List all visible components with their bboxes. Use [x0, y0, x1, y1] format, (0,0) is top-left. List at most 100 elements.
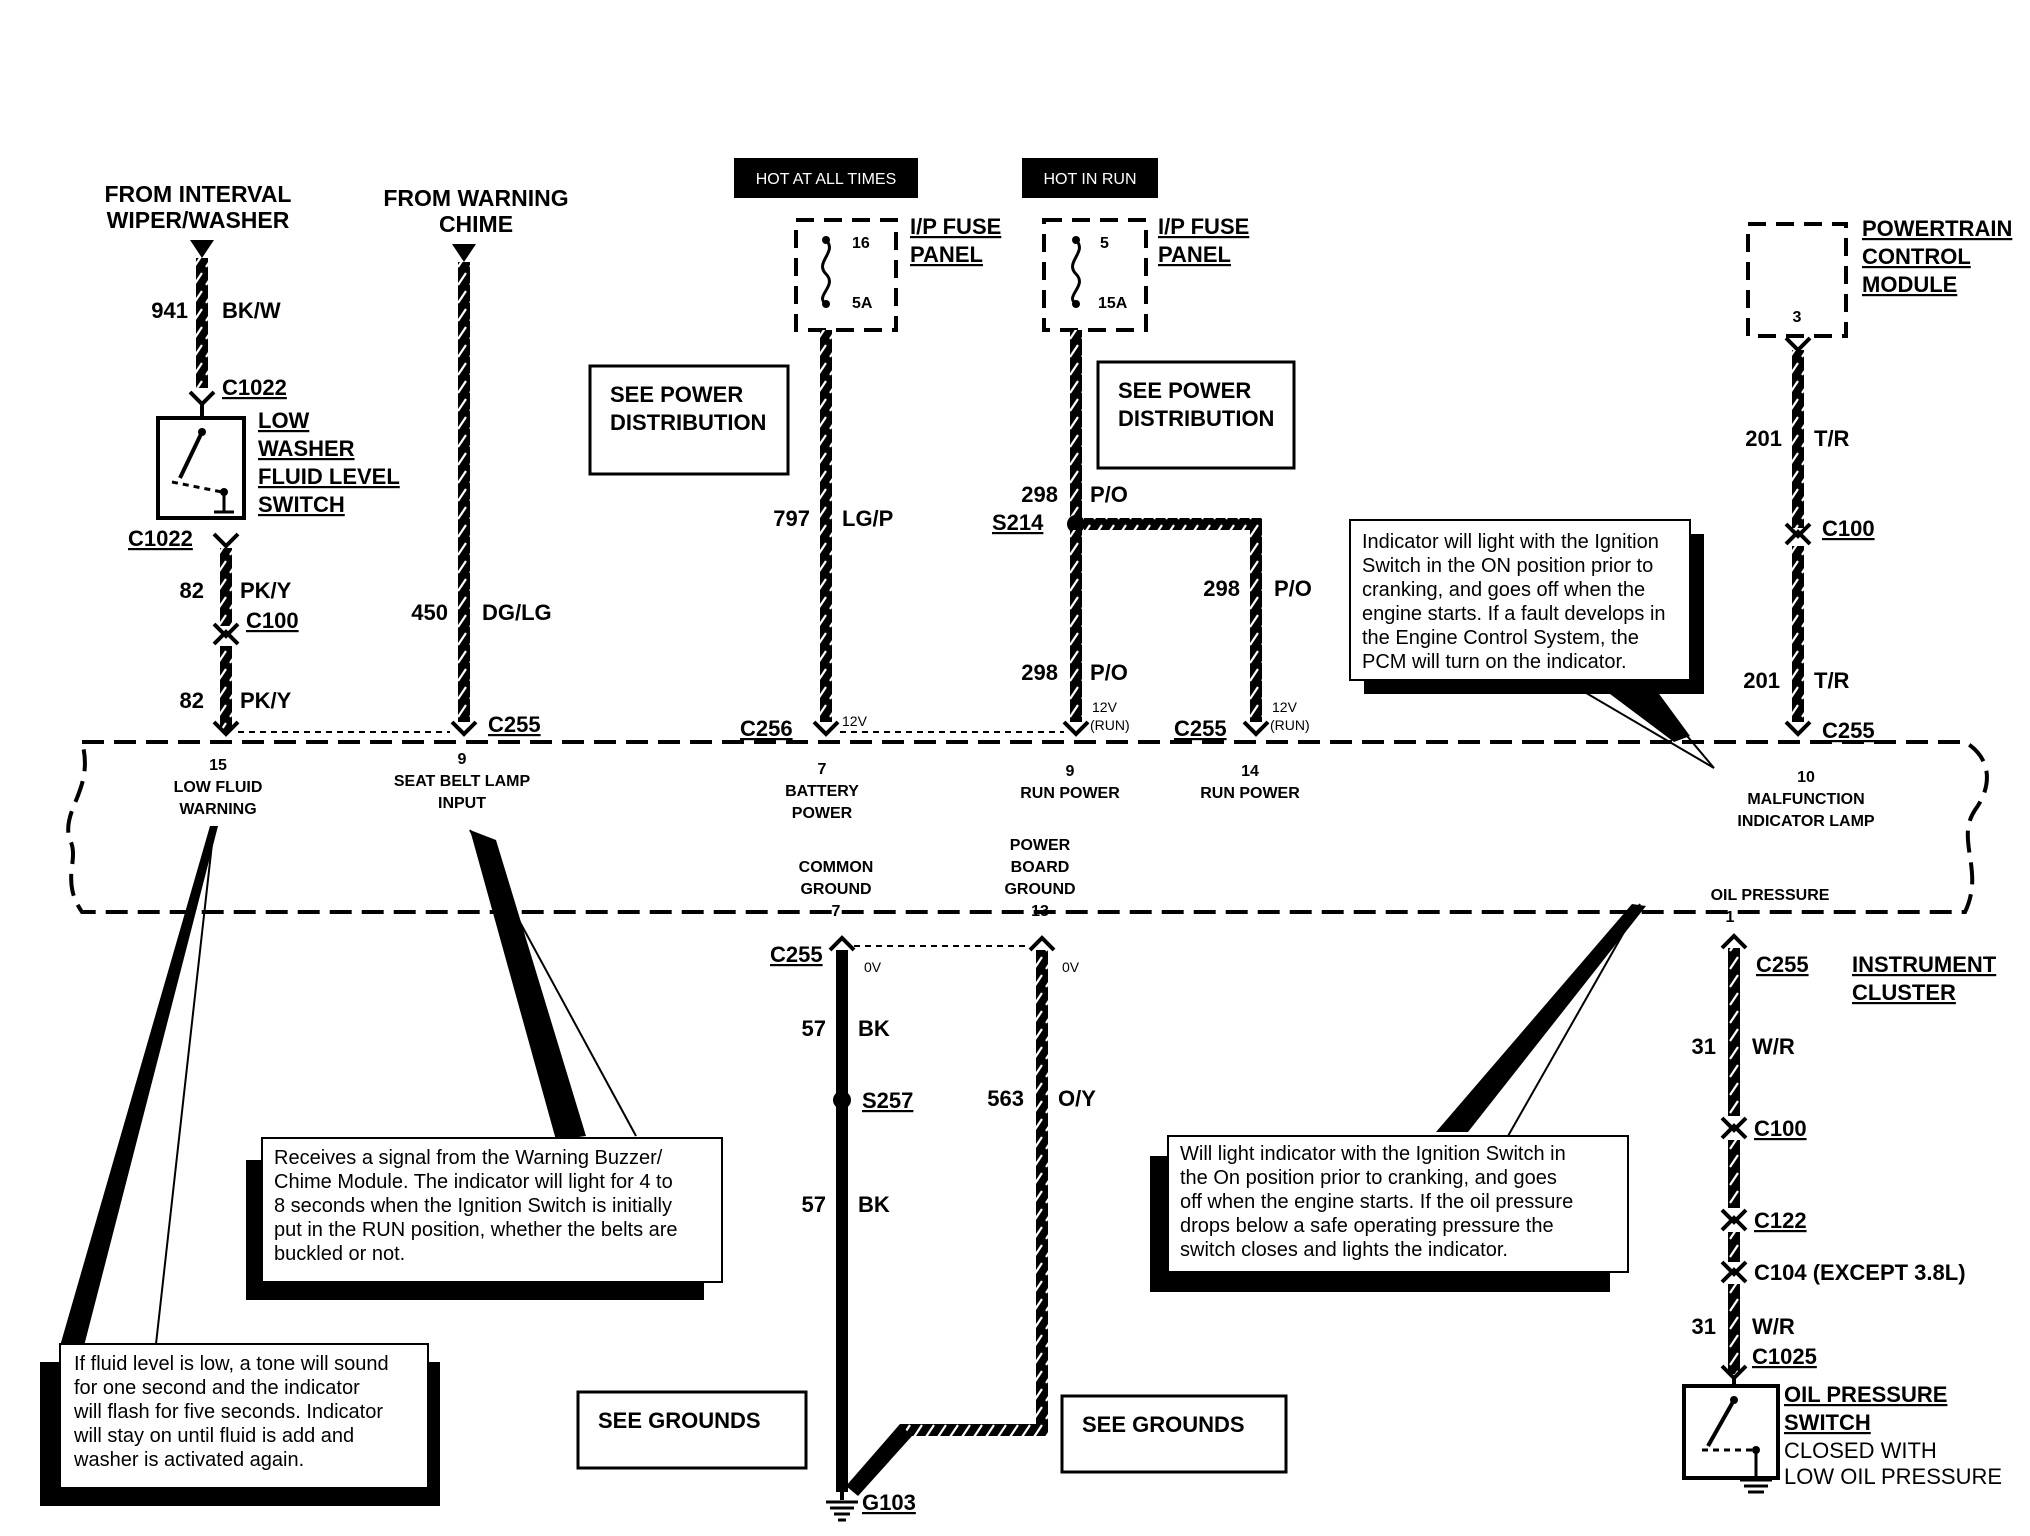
svg-text:If fluid level is low, a tone: If fluid level is low, a tone will sound: [74, 1353, 389, 1375]
svg-text:BK: BK: [858, 1016, 890, 1041]
svg-text:W/R: W/R: [1752, 1034, 1795, 1059]
svg-text:C255: C255: [770, 942, 823, 967]
svg-text:cranking, and goes off when th: cranking, and goes off when the: [1362, 579, 1645, 601]
svg-text:Switch in the ON position prio: Switch in the ON position prior to: [1362, 555, 1653, 577]
wire-82-lower: [220, 646, 232, 732]
svg-text:MALFUNCTION: MALFUNCTION: [1747, 791, 1864, 808]
connector-c255-chime: C255: [450, 712, 541, 737]
splice-s214: S214: [992, 510, 1085, 535]
wire-298-lower: [1070, 530, 1082, 722]
svg-text:S257: S257: [862, 1088, 913, 1113]
svg-text:P/O: P/O: [1274, 576, 1312, 601]
connector-c1022-bottom: C1022: [128, 526, 240, 551]
svg-text:14: 14: [1241, 763, 1259, 780]
svg-text:31: 31: [1692, 1034, 1716, 1059]
svg-text:5A: 5A: [852, 295, 873, 312]
svg-text:C100: C100: [1754, 1116, 1807, 1141]
svg-text:S214: S214: [992, 510, 1044, 535]
connector-c255-run: C255 12V (RUN): [1174, 699, 1310, 741]
svg-text:LOW FLUID: LOW FLUID: [174, 779, 263, 796]
svg-text:C1022: C1022: [128, 526, 193, 551]
svg-text:3: 3: [1793, 309, 1802, 326]
wire-298-branch-h: [1084, 518, 1262, 530]
wire-31-lower: [1728, 1284, 1740, 1374]
svg-text:T/R: T/R: [1814, 426, 1850, 451]
pin-malfunction-indicator-lamp: 10 MALFUNCTION INDICATOR LAMP: [1737, 769, 1875, 830]
pin-low-fluid-warning: 15 LOW FLUID WARNING: [174, 757, 263, 818]
svg-text:(RUN): (RUN): [1090, 717, 1130, 733]
wire-563-return: [900, 1424, 1048, 1436]
svg-text:CLUSTER: CLUSTER: [1852, 980, 1956, 1005]
svg-text:FLUID LEVEL: FLUID LEVEL: [258, 464, 400, 489]
svg-text:DISTRIBUTION: DISTRIBUTION: [1118, 406, 1274, 431]
svg-text:0V: 0V: [1062, 959, 1080, 975]
wire-797: [820, 330, 832, 722]
svg-text:C255: C255: [1822, 718, 1875, 743]
svg-text:SEE GROUNDS: SEE GROUNDS: [598, 1408, 761, 1433]
svg-text:FROM WARNING: FROM WARNING: [383, 185, 568, 211]
svg-text:GROUND: GROUND: [1004, 881, 1075, 898]
wire-298-branch-v: [1250, 518, 1262, 722]
svg-text:HOT AT ALL TIMES: HOT AT ALL TIMES: [756, 171, 897, 188]
svg-text:SEE GROUNDS: SEE GROUNDS: [1082, 1412, 1245, 1437]
svg-text:C256: C256: [740, 716, 793, 741]
svg-text:Receives a signal from the War: Receives a signal from the Warning Buzze…: [274, 1147, 663, 1169]
svg-text:O/Y: O/Y: [1058, 1086, 1096, 1111]
svg-text:engine starts. If a fault dev: engine starts. If a fault develops in: [1362, 603, 1666, 625]
connector-c1022-top: C1022: [188, 375, 287, 407]
pin-run-power-14: 14 RUN POWER: [1200, 763, 1300, 802]
svg-text:PCM will turn on the indicator: PCM will turn on the indicator.: [1362, 651, 1627, 673]
svg-text:C122: C122: [1754, 1208, 1807, 1233]
svg-text:C100: C100: [1822, 516, 1875, 541]
svg-text:G103: G103: [862, 1490, 916, 1515]
connector-c256: C256 12V: [740, 713, 868, 741]
svg-text:POWER: POWER: [792, 805, 853, 822]
wire-57-upper: [836, 950, 848, 1094]
pin-oil-pressure: OIL PRESSURE 1: [1711, 887, 1830, 926]
svg-text:DG/LG: DG/LG: [482, 600, 552, 625]
ground-g103: G103: [826, 1490, 916, 1522]
svg-text:CHIME: CHIME: [439, 211, 513, 237]
svg-text:9: 9: [458, 751, 467, 768]
svg-text:12V: 12V: [842, 713, 868, 729]
connector-c100-left: C100: [212, 608, 299, 646]
chime-source: FROM WARNING CHIME: [383, 185, 569, 262]
svg-text:BATTERY: BATTERY: [785, 783, 859, 800]
wiper-source: FROM INTERVAL WIPER/WASHER: [105, 181, 291, 258]
svg-text:DISTRIBUTION: DISTRIBUTION: [610, 410, 766, 435]
svg-text:298: 298: [1021, 482, 1058, 507]
fuse-16: 16 5A I/P FUSE PANEL: [794, 214, 1001, 332]
svg-text:BOARD: BOARD: [1011, 859, 1070, 876]
splice-s257: S257: [833, 1088, 913, 1113]
pin-run-power-9: 9 RUN POWER: [1020, 763, 1120, 802]
svg-text:0V: 0V: [864, 959, 882, 975]
svg-text:put in the RUN position, wheth: put in the RUN position, whether the bel…: [274, 1219, 678, 1241]
wire-298-upper: [1070, 330, 1082, 520]
svg-text:for one second and the indicat: for one second and the indicator: [74, 1377, 360, 1399]
pin-power-board-ground: POWER BOARD GROUND 13: [1004, 837, 1075, 920]
wire-57-lower: [836, 1106, 848, 1492]
fuse-5: 5 15A I/P FUSE PANEL: [1042, 214, 1249, 332]
svg-text:P/O: P/O: [1090, 482, 1128, 507]
svg-text:INDICATOR LAMP: INDICATOR LAMP: [1737, 813, 1875, 830]
svg-text:RUN POWER: RUN POWER: [1200, 785, 1300, 802]
svg-text:SEE POWER: SEE POWER: [610, 382, 743, 407]
svg-text:16: 16: [852, 235, 870, 252]
svg-text:I/P FUSE: I/P FUSE: [1158, 214, 1249, 239]
svg-text:INSTRUMENT: INSTRUMENT: [1852, 952, 1997, 977]
instrument-cluster-outline: [66, 740, 1989, 914]
connector-c255-mil: C255: [1784, 718, 1875, 743]
svg-text:82: 82: [180, 578, 204, 603]
svg-text:CONTROL: CONTROL: [1862, 244, 1971, 269]
svg-text:WASHER: WASHER: [258, 436, 355, 461]
connector-c255-ground: C255 0V: [770, 935, 882, 975]
wire-563: [1036, 950, 1048, 1430]
svg-text:PANEL: PANEL: [910, 242, 983, 267]
svg-text:7: 7: [818, 761, 827, 778]
note-fluid-level: If fluid level is low, a tone will sound…: [40, 825, 440, 1506]
svg-text:8 seconds when the Ignition Sw: 8 seconds when the Ignition Switch is in…: [274, 1195, 672, 1217]
powertrain-control-module: 3 POWERTRAIN CONTROL MODULE: [1746, 216, 2012, 338]
svg-text:C255: C255: [488, 712, 541, 737]
svg-text:off when the engine starts. I: off when the engine starts. If the oil p…: [1180, 1191, 1573, 1213]
